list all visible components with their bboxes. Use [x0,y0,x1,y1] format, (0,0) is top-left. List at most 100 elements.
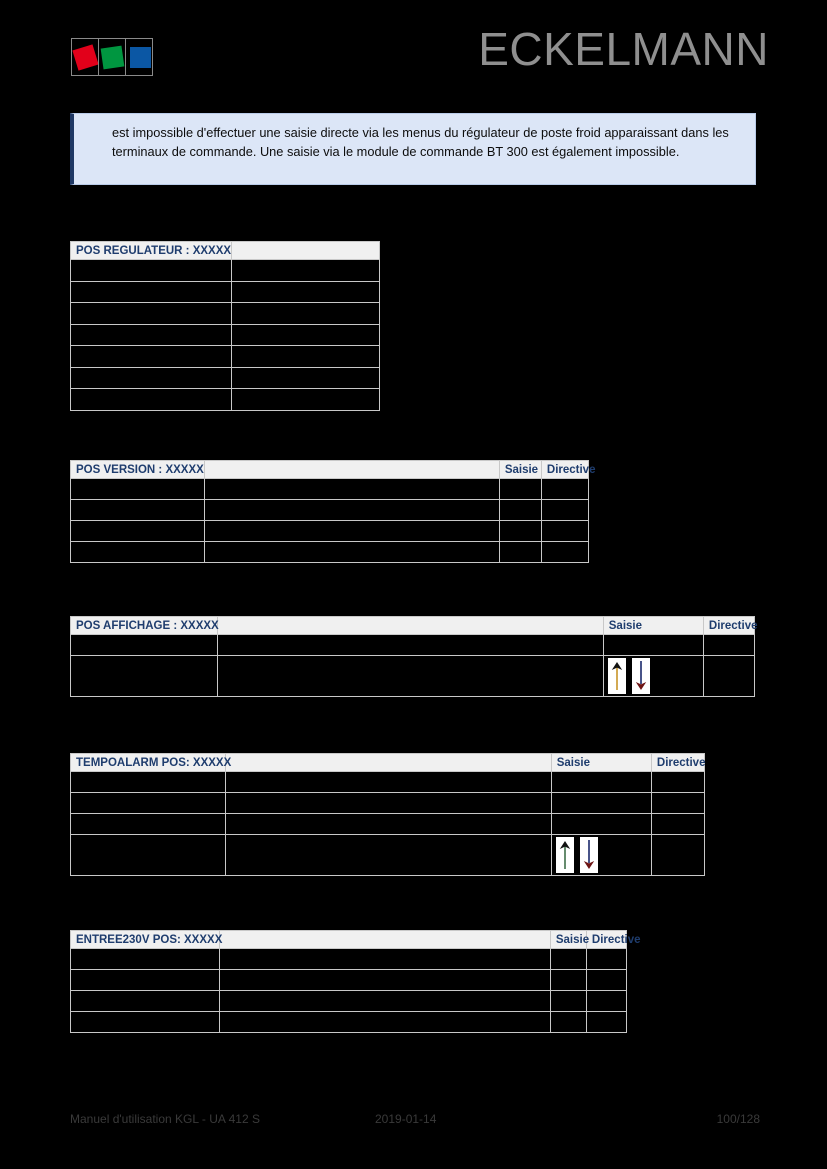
arrow-down-icon[interactable] [631,658,650,694]
note-callout: est impossible d'effectuer une saisie di… [70,113,756,185]
cell-label [70,345,232,368]
cell-directive [585,990,628,1012]
note-text: est impossible d'effectuer une saisie di… [112,125,729,159]
cell-saisie [549,990,587,1012]
table-entree230v: ENTREE230V POS: XXXXX Saisie Directive [69,930,641,1033]
cell-label [69,520,206,542]
arrow-up-icon[interactable] [607,658,626,694]
table-row [70,280,381,303]
table-pos-version: POS VERSION : XXXXX Saisie Directive [69,460,595,563]
cell-description [204,520,500,542]
table-row [69,969,628,991]
cell-saisie [602,655,704,697]
table-row [69,520,590,542]
cell-directive [585,969,628,991]
cell-label [69,792,227,814]
cell-label [70,280,232,303]
cell-label [70,323,232,346]
cell-description [217,655,604,697]
column-header-title: ENTREE230V POS: XXXXX [69,930,222,949]
cell-label [70,302,232,325]
cell-label [69,969,221,991]
cell-label [70,388,232,411]
eckelmann-logo [71,38,153,76]
table-row [69,948,628,970]
cell-label [69,834,227,876]
table-row [69,541,590,563]
column-header-blank [225,753,552,772]
column-header-saisie: Saisie [602,616,704,635]
cell-saisie [549,948,587,970]
page-header: ECKELMANN [0,0,827,100]
cell-directive [540,478,590,500]
cell-saisie [549,1011,587,1033]
cell-saisie [550,792,652,814]
table-row [70,345,381,368]
column-header-saisie: Saisie [549,930,589,949]
cell-label [69,813,227,835]
cell-value [230,345,381,368]
cell-value [230,259,381,282]
cell-label [69,478,206,500]
cell-saisie [498,499,542,521]
cell-description [219,990,551,1012]
footer-date: 2019-01-14 [375,1112,437,1126]
cell-saisie [550,771,652,793]
column-header-directive: Directive [702,616,758,635]
table-row [69,771,706,793]
table-header-row: ENTREE230V POS: XXXXX Saisie Directive [69,930,641,949]
column-header-title: POS AFFICHAGE : XXXXX [69,616,219,635]
cell-directive [650,771,706,793]
table-header-row: TEMPOALARM POS: XXXXX Saisie Directive [69,753,705,772]
column-header-saisie: Saisie [550,753,652,772]
column-header-directive: Directive [585,930,641,949]
cell-description [219,969,551,991]
saisie-arrow-group [552,836,651,874]
cell-label [69,634,219,656]
cell-saisie [550,834,652,876]
table-row [69,1011,628,1033]
column-header-title: POS REGULATEUR : XXXXX [70,241,232,260]
cell-label [69,499,206,521]
logo-cell-blue [125,38,153,76]
brand-wordmark: ECKELMANN [478,23,769,75]
logo-cell-green [98,38,126,76]
cell-label [70,366,232,389]
footer-document-title: Manuel d'utilisation KGL - UA 412 S [70,1112,260,1126]
cell-directive [650,813,706,835]
table-row [70,302,381,325]
cell-saisie [602,634,704,656]
cell-saisie [498,541,542,563]
cell-directive [540,520,590,542]
cell-directive [702,634,756,656]
column-header-blank [217,616,604,635]
table-row [69,478,590,500]
cell-directive [702,655,756,697]
cell-value [230,280,381,303]
table-row [69,792,706,814]
cell-description [225,813,552,835]
green-square-icon [100,45,125,70]
table-row [69,990,628,1012]
arrow-up-icon[interactable] [555,837,574,873]
column-header-saisie: Saisie [498,460,542,479]
column-header-directive: Directive [650,753,705,772]
table-pos-affichage: POS AFFICHAGE : XXXXX Saisie Directive [69,616,758,697]
arrow-down-icon[interactable] [579,837,598,873]
cell-value [230,388,381,411]
table-row [70,323,381,346]
cell-label [69,1011,221,1033]
red-square-icon [72,44,98,71]
table-row [69,634,756,656]
cell-value [230,302,381,325]
cell-saisie [550,813,652,835]
table-header-row: POS REGULATEUR : XXXXX [70,241,381,260]
cell-description [204,478,500,500]
cell-directive [540,499,590,521]
footer-page-number: 100/128 [716,1112,760,1126]
cell-directive [585,1011,628,1033]
cell-description [217,634,604,656]
cell-value [230,366,381,389]
table-pos-regulateur: POS REGULATEUR : XXXXX [70,241,381,411]
column-header-title: POS VERSION : XXXXX [69,460,206,479]
